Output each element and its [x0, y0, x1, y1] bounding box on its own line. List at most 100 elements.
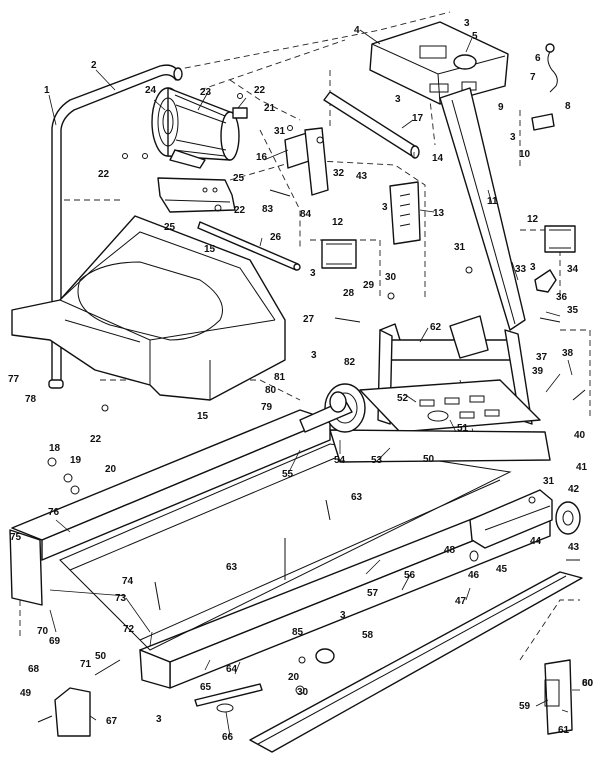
- callout-13: 13: [433, 208, 445, 219]
- callout-46: 46: [468, 570, 480, 581]
- callout-22: 22: [234, 205, 246, 216]
- callout-76: 76: [48, 507, 60, 518]
- knob-part: [534, 269, 557, 293]
- callout-31: 31: [454, 242, 466, 253]
- callout-28: 28: [343, 288, 355, 299]
- callout-65: 65: [200, 682, 212, 693]
- callout-43: 43: [356, 171, 368, 182]
- callout-6: 6: [535, 53, 541, 64]
- callout-84: 84: [300, 209, 312, 220]
- callout-20: 20: [288, 672, 300, 683]
- drive-shaft: [197, 221, 301, 271]
- callout-36: 36: [556, 292, 568, 303]
- callout-53: 53: [371, 455, 383, 466]
- callout-31: 31: [543, 476, 555, 487]
- handrail: [48, 64, 183, 389]
- callout-47: 47: [455, 596, 467, 607]
- drive-motor: [151, 87, 240, 169]
- callout-68: 68: [28, 664, 40, 675]
- end-cap: [54, 687, 91, 737]
- callout-31: 31: [274, 126, 286, 137]
- callout-3: 3: [395, 94, 401, 105]
- callout-3: 3: [311, 350, 317, 361]
- callout-12: 12: [332, 217, 344, 228]
- upright-post: [439, 87, 526, 331]
- callout-75: 75: [10, 532, 22, 543]
- callout-58: 58: [362, 630, 374, 641]
- callout-49: 49: [20, 688, 32, 699]
- motor-hood: [11, 215, 286, 401]
- callout-55: 55: [282, 469, 294, 480]
- callout-3: 3: [510, 132, 516, 143]
- side-rail-trim: [249, 571, 583, 753]
- side-bracket: [469, 489, 553, 549]
- callout-77: 77: [8, 374, 20, 385]
- callout-42: 42: [568, 484, 580, 495]
- callout-3: 3: [340, 610, 346, 621]
- callout-81: 81: [274, 372, 286, 383]
- callout-7: 7: [530, 72, 536, 83]
- callout-26: 26: [270, 232, 282, 243]
- treadmill-frame: [9, 315, 551, 689]
- callout-3: 3: [310, 268, 316, 279]
- roller-rod: [323, 91, 420, 159]
- clip-part: [531, 113, 555, 131]
- callout-70: 70: [37, 626, 49, 637]
- support-bracket: [389, 181, 421, 245]
- callout-35: 35: [567, 305, 579, 316]
- callout-12: 12: [527, 214, 539, 225]
- callout-57: 57: [367, 588, 379, 599]
- callout-67: 67: [106, 716, 118, 727]
- callout-21: 21: [264, 103, 276, 114]
- callout-63: 63: [226, 562, 238, 573]
- callout-29: 29: [363, 280, 375, 291]
- callout-38: 38: [562, 348, 574, 359]
- callout-1: 1: [44, 85, 50, 96]
- callout-17: 17: [412, 113, 424, 124]
- callout-85: 85: [292, 627, 304, 638]
- motor-clip: [232, 107, 248, 119]
- callout-34: 34: [567, 264, 579, 275]
- callout-23: 23: [200, 87, 212, 98]
- part-callouts: 1 2 3 3 3 3 3 3 3 3 3 4 5 6 7 8 9 10 11 …: [8, 18, 594, 743]
- motor-mount-bracket: [157, 177, 236, 213]
- callout-56: 56: [404, 570, 416, 581]
- callout-2: 2: [91, 60, 97, 71]
- callout-72: 72: [123, 624, 135, 635]
- callout-74: 74: [122, 576, 134, 587]
- callout-24: 24: [145, 85, 157, 96]
- callout-25: 25: [164, 222, 176, 233]
- callout-3: 3: [464, 18, 470, 29]
- rear-bracket: [544, 659, 573, 735]
- callout-80: 80: [265, 385, 277, 396]
- callout-22: 22: [254, 85, 266, 96]
- callout-3: 3: [530, 262, 536, 273]
- callout-8: 8: [565, 101, 571, 112]
- belt-pulley: [329, 391, 347, 413]
- callout-60: 60: [582, 678, 594, 689]
- callout-78: 78: [25, 394, 37, 405]
- callout-11: 11: [487, 196, 498, 207]
- callout-80: 80: [582, 678, 594, 689]
- callout-50: 50: [423, 454, 435, 465]
- callout-4: 4: [354, 25, 360, 36]
- callout-14: 14: [432, 153, 444, 164]
- callout-39: 39: [532, 366, 544, 377]
- sensor-bracket: [284, 127, 329, 196]
- callout-54: 54: [334, 455, 346, 466]
- callout-82: 82: [344, 357, 356, 368]
- transport-wheel: [555, 501, 581, 535]
- lower-bracket: [194, 683, 263, 713]
- callout-15: 15: [204, 244, 216, 255]
- callout-62: 62: [430, 322, 442, 333]
- control-console: [369, 21, 509, 105]
- callout-9: 9: [498, 102, 504, 113]
- callout-40: 40: [574, 430, 586, 441]
- fasteners: [37, 93, 586, 723]
- callout-44: 44: [530, 536, 542, 547]
- callout-27: 27: [303, 314, 315, 325]
- callout-18: 18: [49, 443, 61, 454]
- callout-52: 52: [397, 393, 409, 404]
